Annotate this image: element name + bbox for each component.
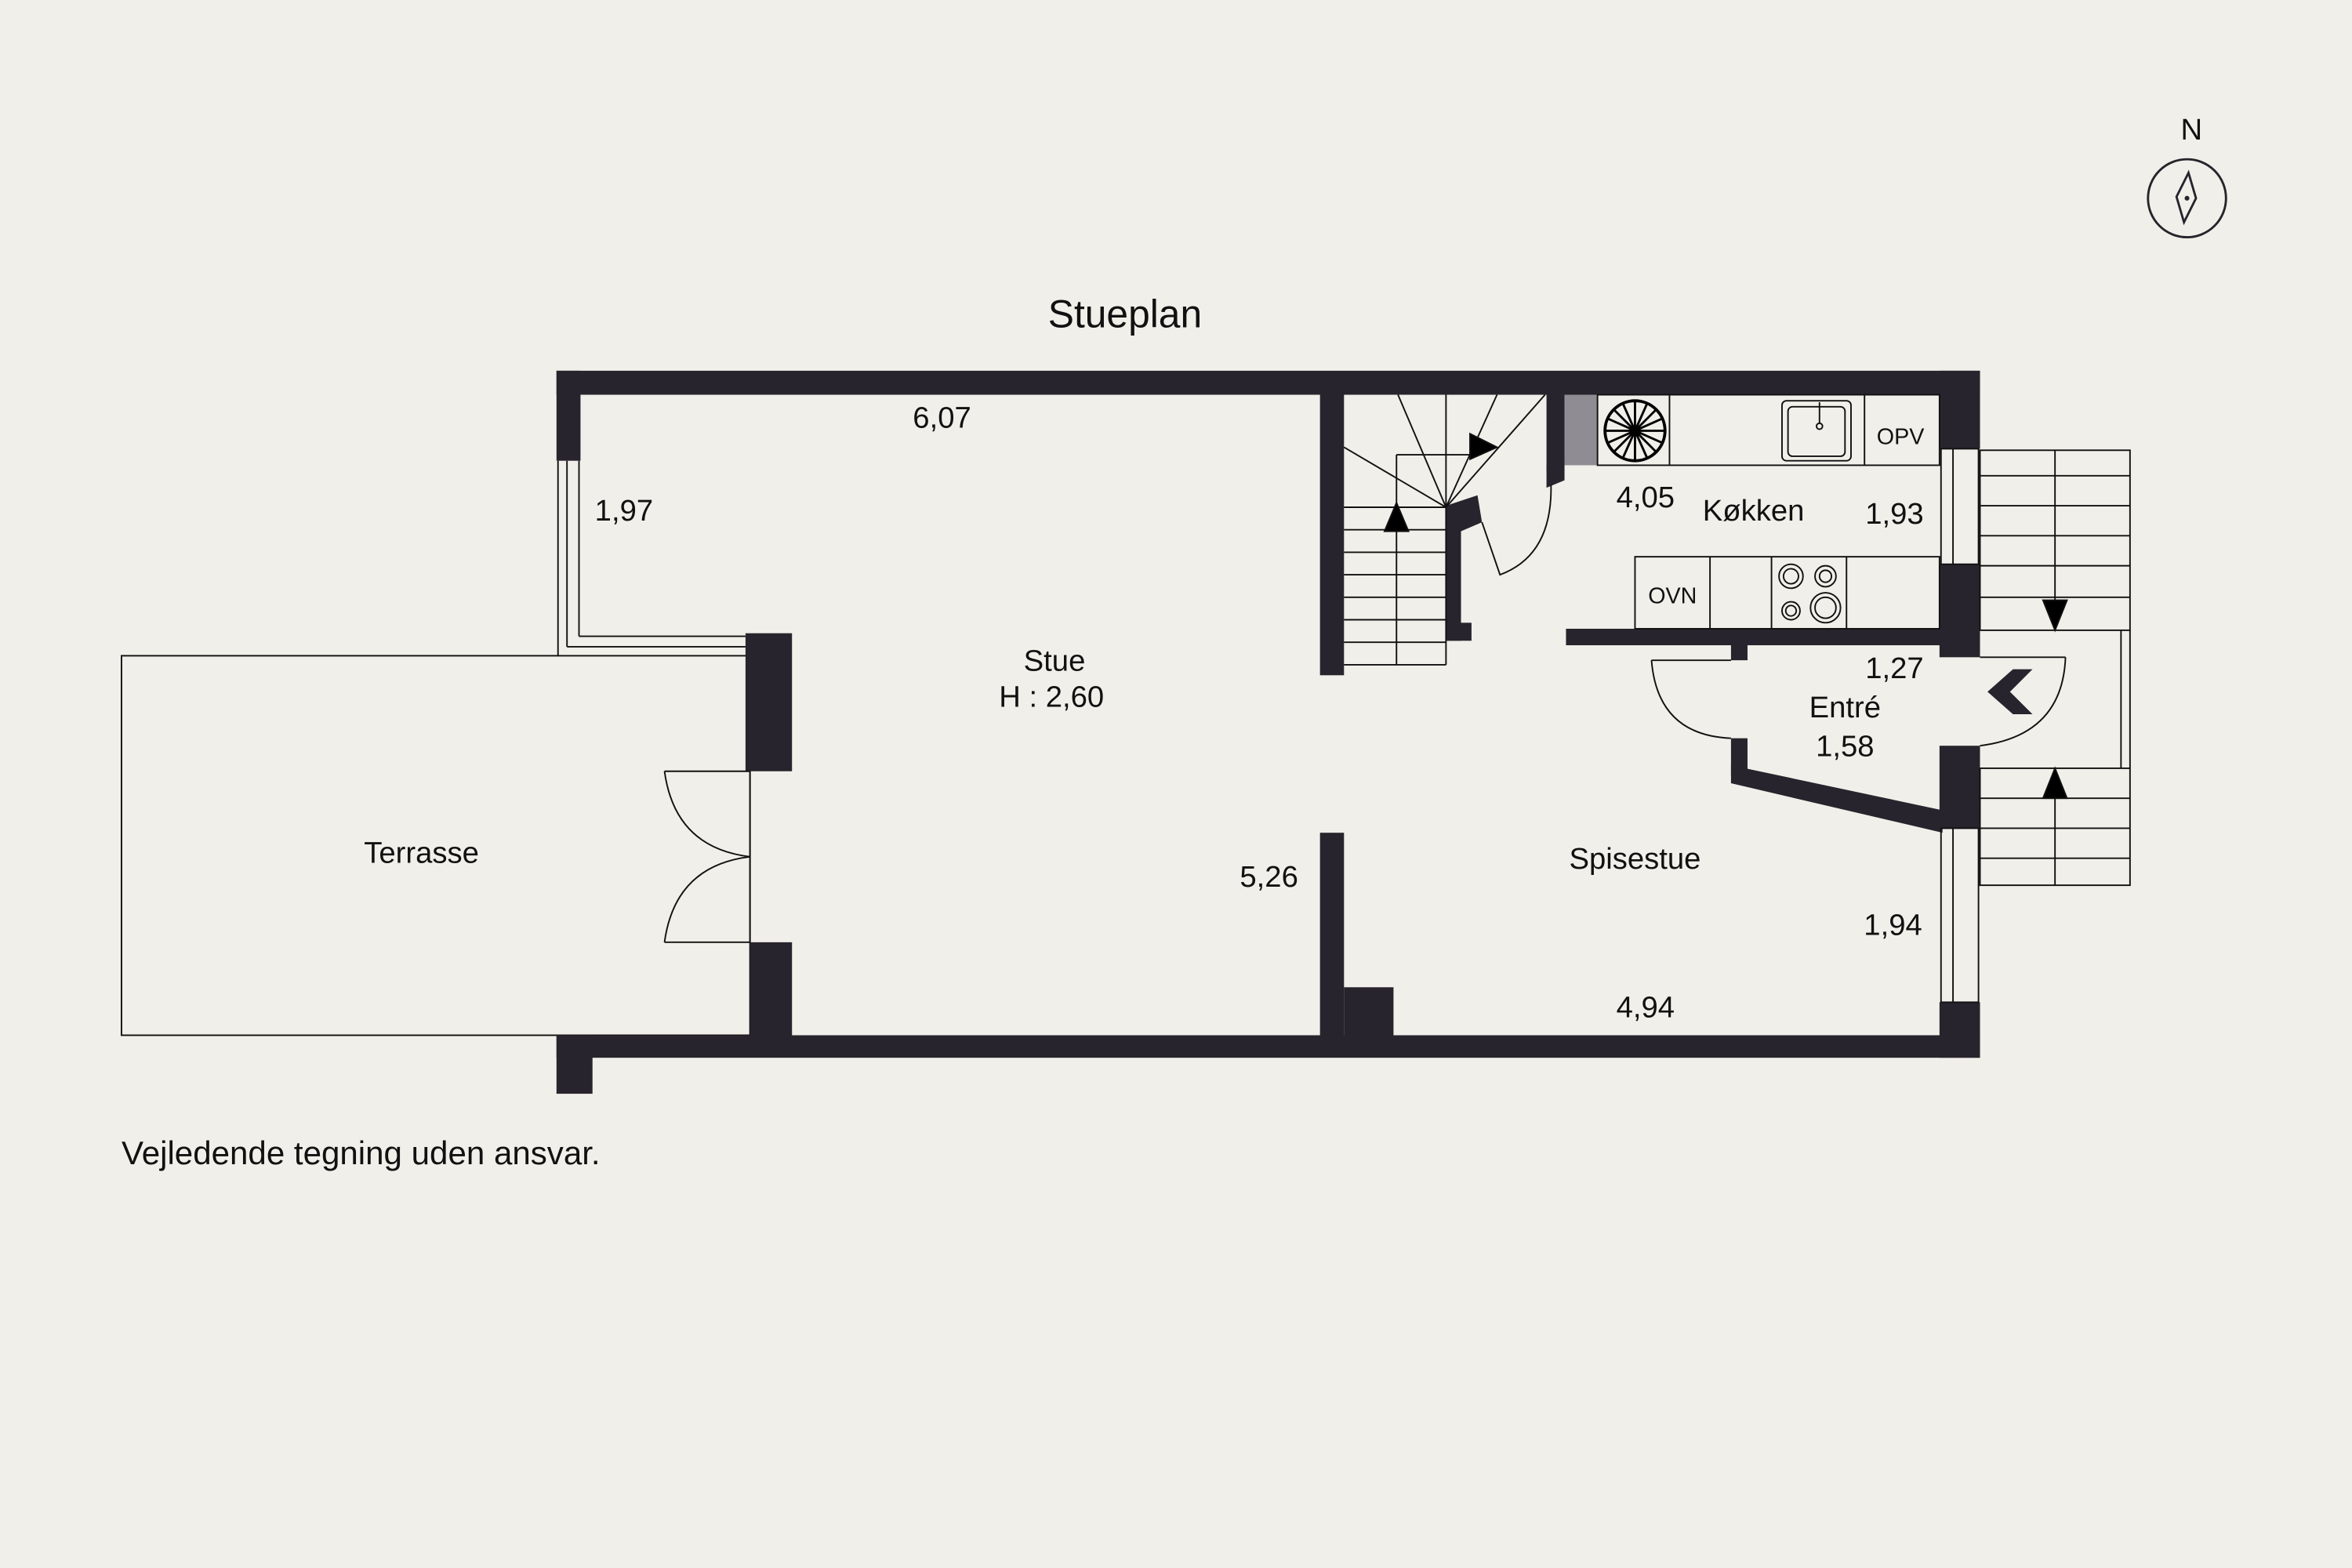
dimension-label: 1,93 [1865,497,1923,531]
entre-inner-door[interactable] [1650,659,1731,739]
room-stue: Stue H : 2,60 6,07 1,97 5,26 [595,401,1298,894]
room-name: Stue [1024,644,1086,678]
sink-icon [1781,400,1852,462]
room-name: Køkken [1703,494,1805,528]
disclaimer-text: Vejledende tegning uden ansvar. [122,1134,601,1171]
hood-fan-icon [1603,399,1667,463]
dimension-label: 1,97 [595,494,653,528]
dimension-label: 1,94 [1864,908,1922,942]
ovn-label: OVN [1648,583,1697,608]
entrance-arrow-icon [1987,669,2033,715]
kitchen-upper-counter: OPV [1564,394,1940,466]
front-door[interactable] [1980,656,2067,747]
dimension-label: 5,26 [1240,860,1298,894]
terrace-double-door[interactable] [663,770,751,943]
room-entre: Entré 1,27 1,58 [1809,652,1924,763]
window-kitchen [1940,448,1980,565]
compass-north-icon: N [2147,113,2227,239]
opv-label: OPV [1877,425,1925,450]
compass-label: N [2180,113,2202,147]
room-height: H : 2,60 [999,680,1104,713]
stove-icon [1778,563,1842,624]
room-name: Entré [1809,691,1881,724]
plan-title: Stueplan [1048,292,1202,336]
room-spisestue: Spisestue 1,94 4,94 [1569,842,1922,1024]
interior-staircase [1343,394,1546,666]
kitchen-lower-counter: OVN [1634,556,1940,630]
window-left [557,460,746,656]
dimension-label: 4,94 [1617,991,1675,1025]
room-koekken: Køkken 4,05 1,93 [1617,481,1924,531]
walls [556,370,1980,1094]
kitchen-door[interactable] [1481,485,1552,576]
dimension-label: 4,05 [1617,481,1675,514]
room-name: Spisestue [1569,842,1700,876]
room-terrasse: Terrasse [364,836,479,869]
dimension-label: 1,58 [1816,730,1874,764]
dimension-label: 1,27 [1865,652,1923,685]
window-dining [1940,827,1980,1004]
outdoor-stairs [1979,449,2131,887]
dimension-label: 6,07 [913,401,971,435]
